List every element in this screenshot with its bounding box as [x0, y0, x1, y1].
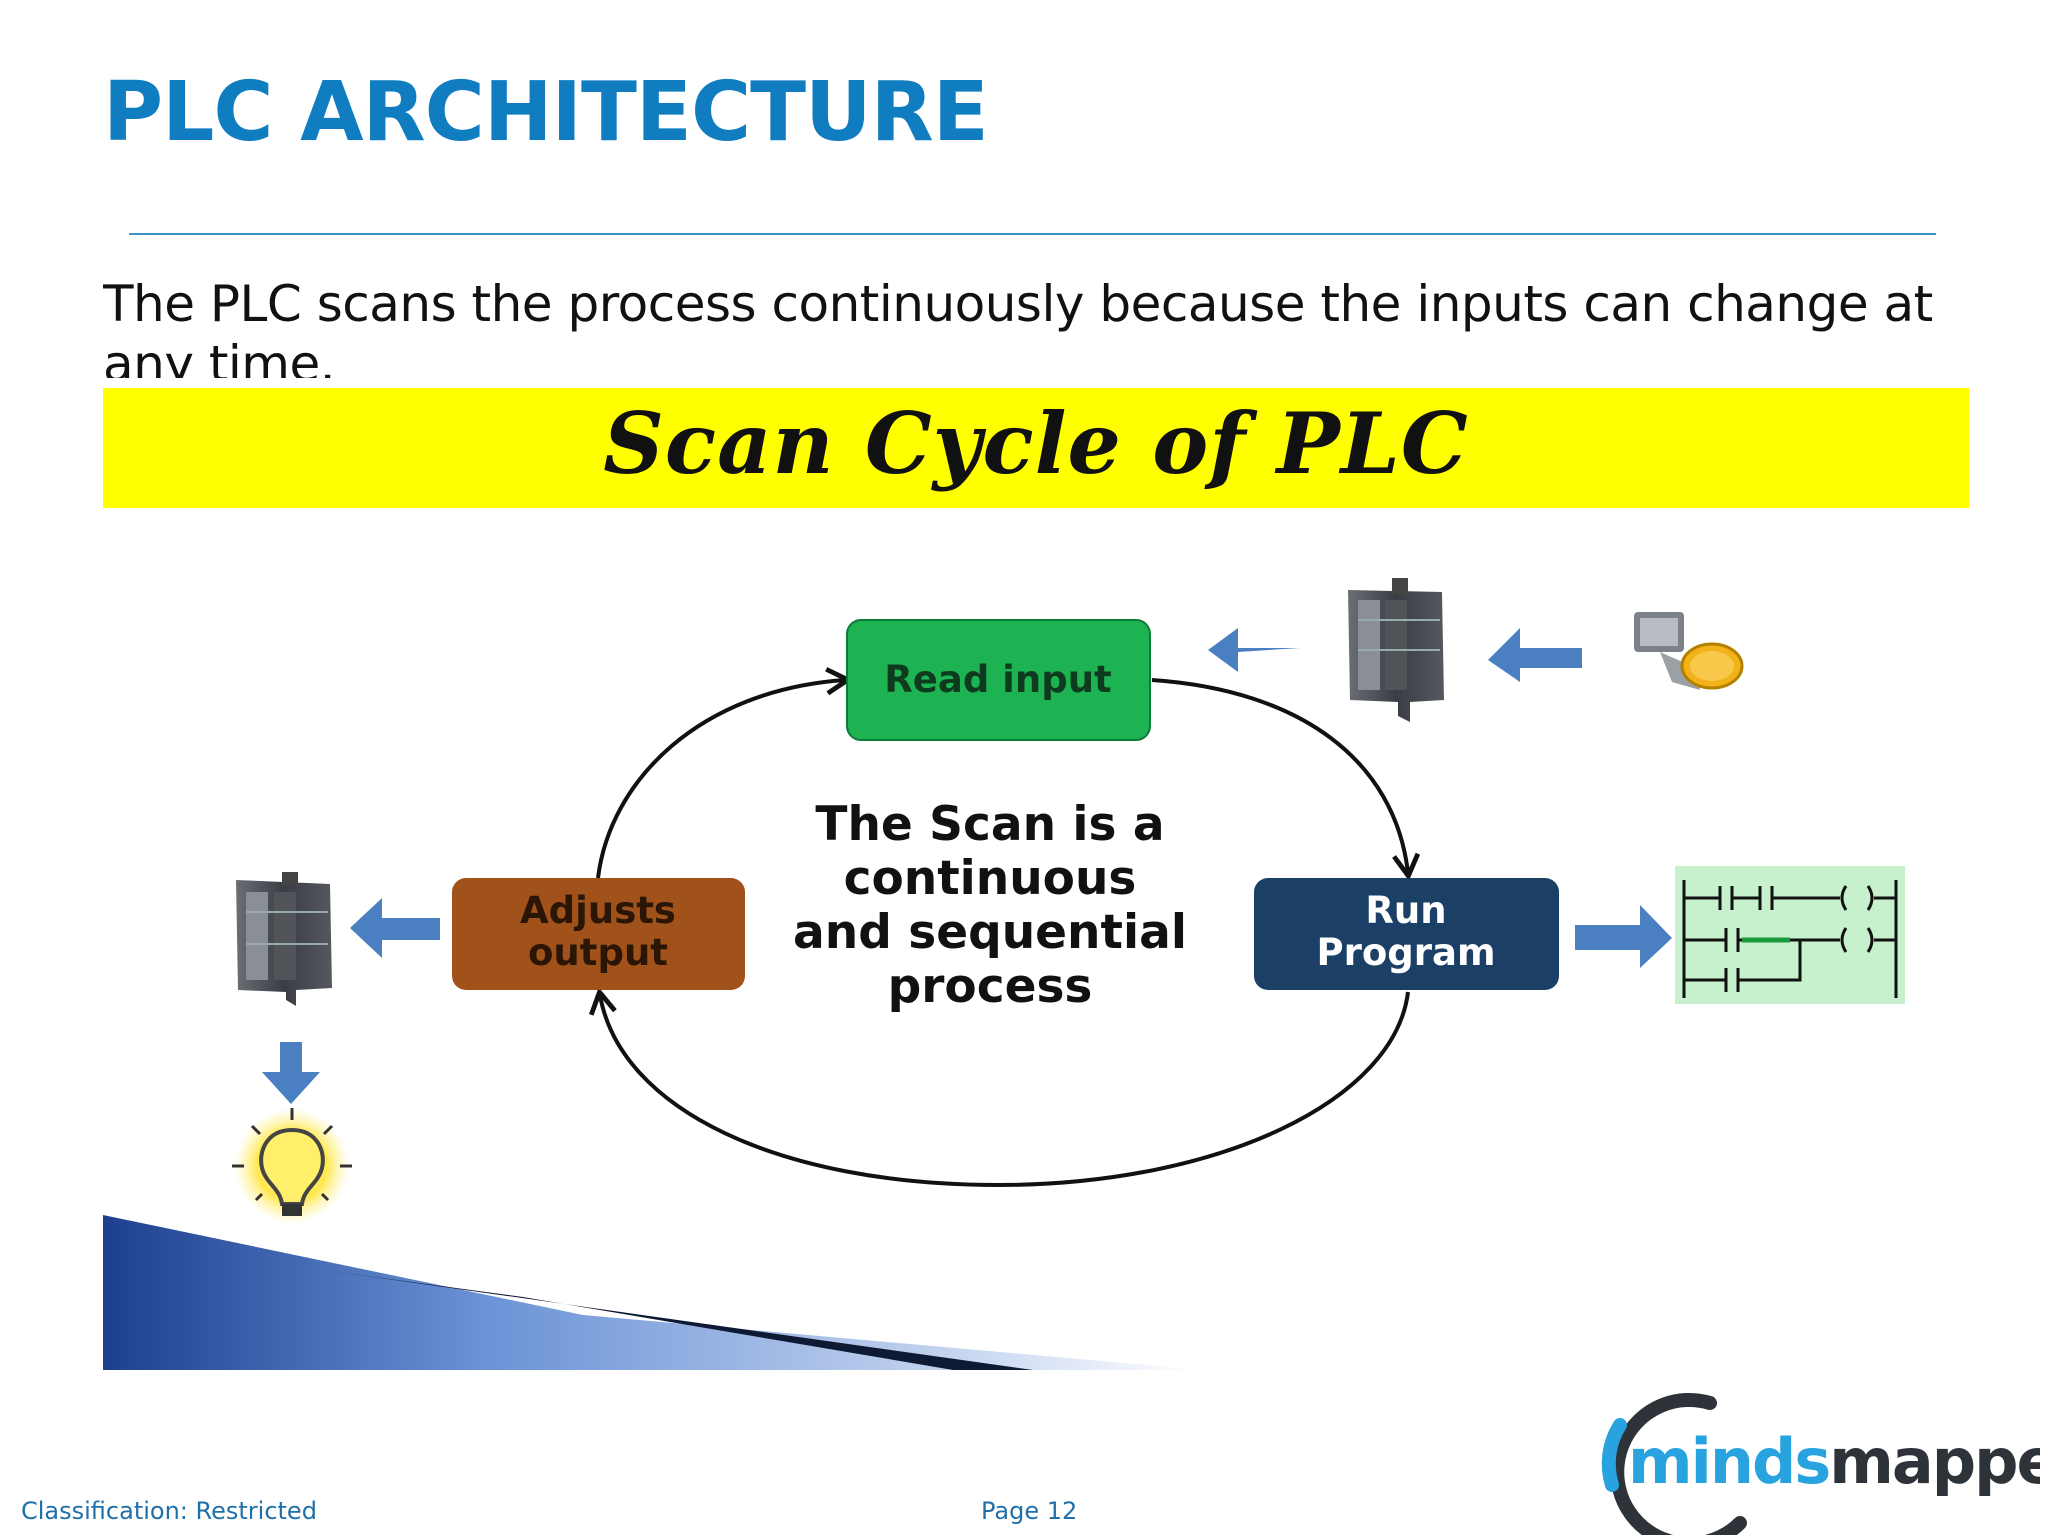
center-text-line: and sequential [793, 905, 1187, 960]
arc-run-to-adjust [589, 987, 1410, 1188]
flow-arrows [262, 628, 1672, 1104]
arrow-left-icon [1488, 628, 1582, 682]
decorative-swoosh [103, 1215, 1203, 1370]
slide-title: PLC ARCHITECTURE [103, 65, 989, 160]
arc-read-to-run [1151, 678, 1421, 881]
arrow-left-icon [1208, 628, 1300, 672]
step-label: Read input [884, 658, 1111, 701]
center-text-line: The Scan is a [815, 797, 1164, 852]
page-number: Page 12 [981, 1497, 1078, 1525]
classification-label: Classification: Restricted [21, 1497, 317, 1525]
center-text-line: continuous [844, 851, 1137, 906]
title-divider [129, 233, 1936, 235]
light-bulb-icon [232, 1108, 352, 1224]
body-text: The PLC scans the process continuously b… [103, 275, 1933, 378]
plc-device-icon [1348, 578, 1444, 722]
banner-title: Scan Cycle of PLC [603, 394, 1469, 493]
ladder-logic-icon [1675, 866, 1905, 1004]
arrow-down-icon [262, 1042, 320, 1104]
step-label: Program [1316, 931, 1495, 974]
svg-text:mindsmapped: mindsmapped [1628, 1425, 2040, 1498]
svg-text:Read input: Read input [884, 658, 1111, 701]
step-label: Run [1365, 889, 1446, 932]
arrow-right-icon [1575, 905, 1672, 968]
mindsmapped-logo: mindsmapped [1601, 1392, 2040, 1535]
arc-adjust-to-read [596, 667, 853, 879]
push-button-icon [1634, 612, 1744, 690]
plc-device-icon [236, 872, 332, 1006]
step-label: output [528, 931, 668, 974]
step-label: Adjusts [520, 889, 676, 932]
step-read-input: Read input [846, 619, 1151, 741]
arrow-left-icon [350, 898, 440, 958]
scan-cycle-banner: Scan Cycle of PLC [103, 388, 1969, 508]
center-text-line: process [888, 959, 1093, 1014]
cycle-arrows [589, 667, 1421, 1188]
